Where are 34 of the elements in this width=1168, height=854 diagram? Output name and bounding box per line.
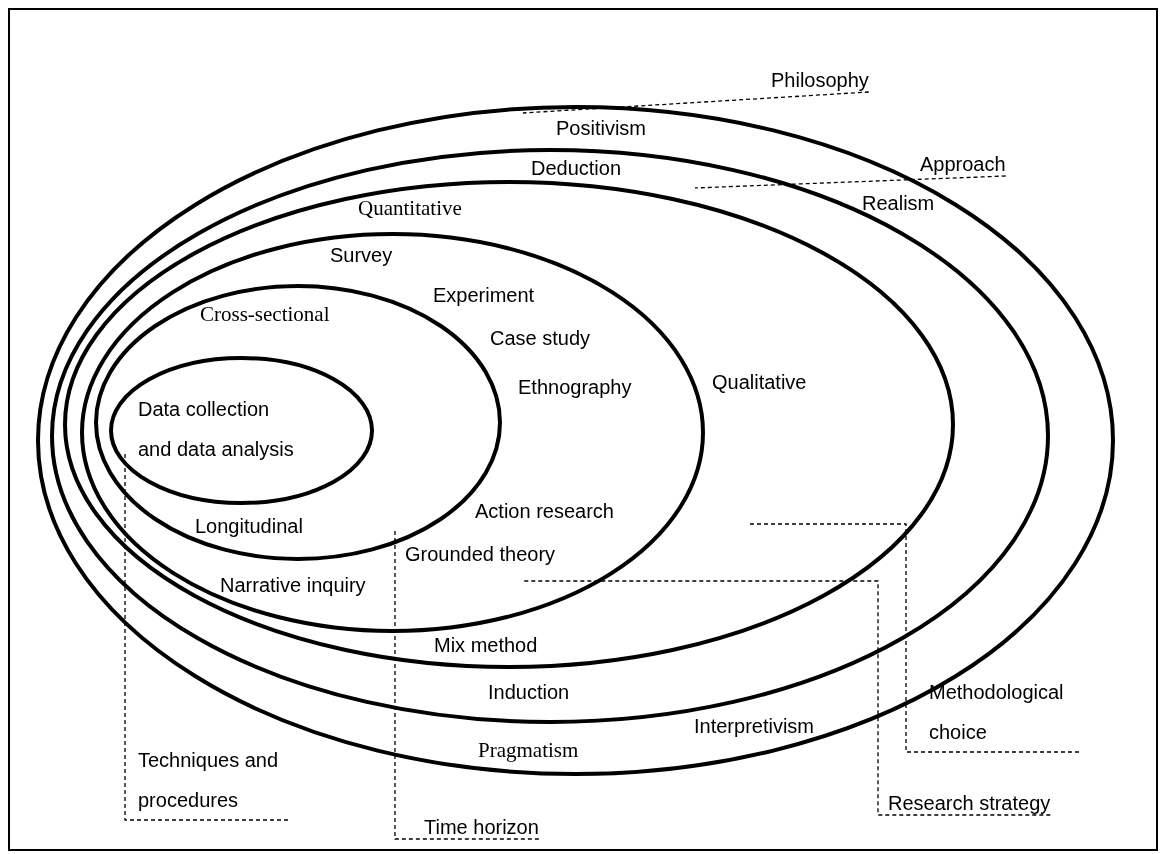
leader-line [747,523,1080,753]
layer-item-label: Deduction [531,157,622,179]
layer-item-label: Pragmatism [478,739,579,761]
layer-item-label: Data collection and data analysis [138,397,295,462]
leader-line [522,91,870,114]
layer-item-label: Narrative inquiry [220,574,366,596]
layer-item-label: Experiment [433,284,535,306]
leader-line [694,175,1007,189]
layer-item-label: Qualitative [712,371,807,393]
layer-title: Techniques and procedures [138,740,288,820]
layer-title: Philosophy [771,68,869,92]
layer-item-label: Longitudinal [195,515,303,537]
layer-item-label: Induction [488,681,570,703]
layer-item-label: Ethnography [518,376,632,398]
onion-layer [80,232,705,633]
onion-layer [63,180,955,669]
layer-item-label: Mix method [434,634,538,656]
layer-item-label: Action research [475,500,614,522]
leader-line [394,529,540,840]
layer-item-label: Grounded theory [405,543,556,565]
layer-title: Research strategy [888,791,1051,815]
layer-title: Time horizon [424,815,539,839]
layer-item-label: Case study [490,327,591,349]
layer-item-label: Interpretivism [694,715,815,737]
onion-layer [109,356,374,505]
onion-layer [36,105,1115,776]
layer-item-label: Realism [862,192,935,214]
leader-line [522,580,1051,816]
layer-title: Methodological choice [929,672,1079,752]
layer-item-label: Cross-sectional [200,303,330,325]
layer-item-label: Positivism [556,117,646,139]
layer-item-label: Survey [330,244,393,266]
layer-item-label: Quantitative [358,197,462,219]
layer-title: Approach [920,152,1006,176]
